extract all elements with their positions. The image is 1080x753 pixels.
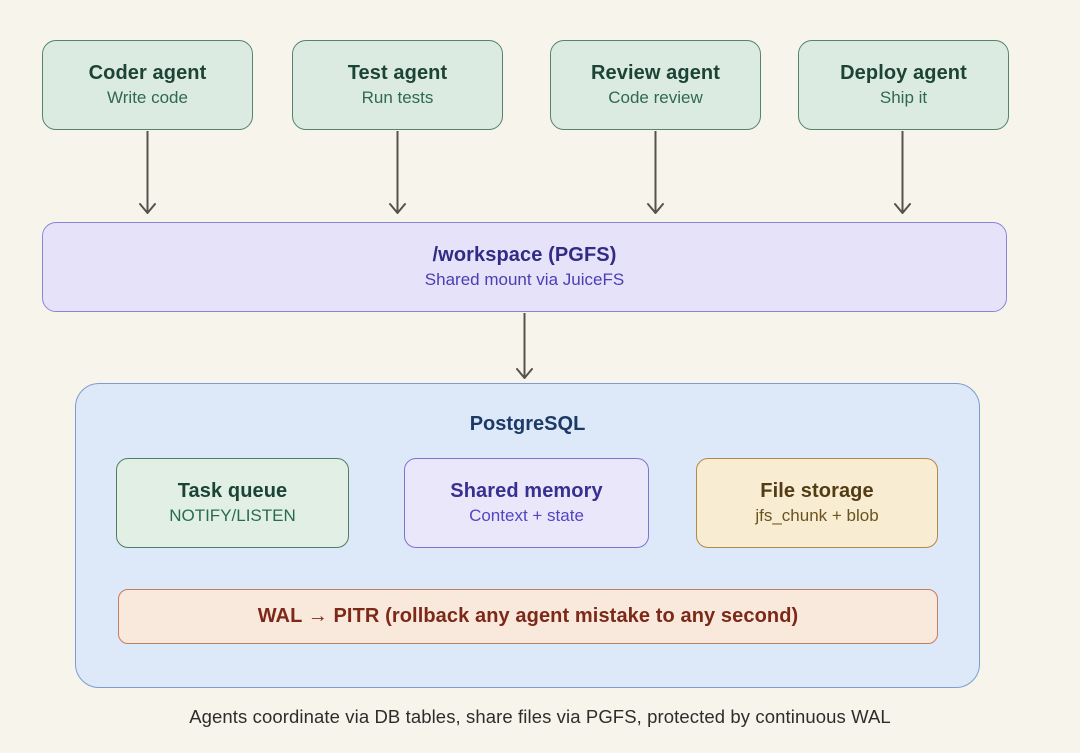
node-subtitle: Ship it (879, 88, 928, 108)
node-title: Review agent (590, 62, 721, 85)
node-subtitle: jfs_chunk + blob (755, 506, 879, 526)
node-title: Test agent (347, 62, 448, 85)
node-title: Coder agent (88, 62, 207, 85)
node-title: Task queue (177, 480, 288, 503)
down-arrow-icon (894, 131, 911, 214)
node-title: Deploy agent (840, 62, 967, 85)
footer-caption: Agents coordinate via DB tables, share f… (189, 706, 891, 727)
down-arrow-icon (389, 131, 406, 214)
node-subtitle: Shared mount via JuiceFS (424, 270, 625, 290)
down-arrow-icon (516, 313, 533, 379)
wal-pitr-banner: WAL → PITR (rollback any agent mistake t… (118, 589, 938, 644)
file-storage-node: File storage jfs_chunk + blob (696, 458, 938, 548)
down-arrow-icon (647, 131, 664, 214)
shared-memory-node: Shared memory Context + state (404, 458, 649, 548)
postgres-container: PostgreSQL Task queue NOTIFY/LISTEN Shar… (75, 383, 980, 688)
node-subtitle: Code review (608, 88, 703, 108)
down-arrow-icon (139, 131, 156, 214)
postgres-title: PostgreSQL (469, 413, 586, 435)
workspace-node: /workspace (PGFS) Shared mount via Juice… (42, 222, 1007, 312)
node-subtitle: Run tests (361, 88, 434, 108)
node-title: File storage (760, 480, 874, 503)
agent-node-coder: Coder agent Write code (42, 40, 253, 130)
node-subtitle: Context + state (469, 506, 584, 526)
agent-node-test: Test agent Run tests (292, 40, 503, 130)
task-queue-node: Task queue NOTIFY/LISTEN (116, 458, 349, 548)
agent-node-review: Review agent Code review (550, 40, 761, 130)
node-title: Shared memory (450, 480, 603, 503)
node-subtitle: NOTIFY/LISTEN (169, 506, 296, 526)
node-subtitle: Write code (107, 88, 188, 108)
node-title: /workspace (PGFS) (432, 244, 617, 267)
agent-node-deploy: Deploy agent Ship it (798, 40, 1009, 130)
